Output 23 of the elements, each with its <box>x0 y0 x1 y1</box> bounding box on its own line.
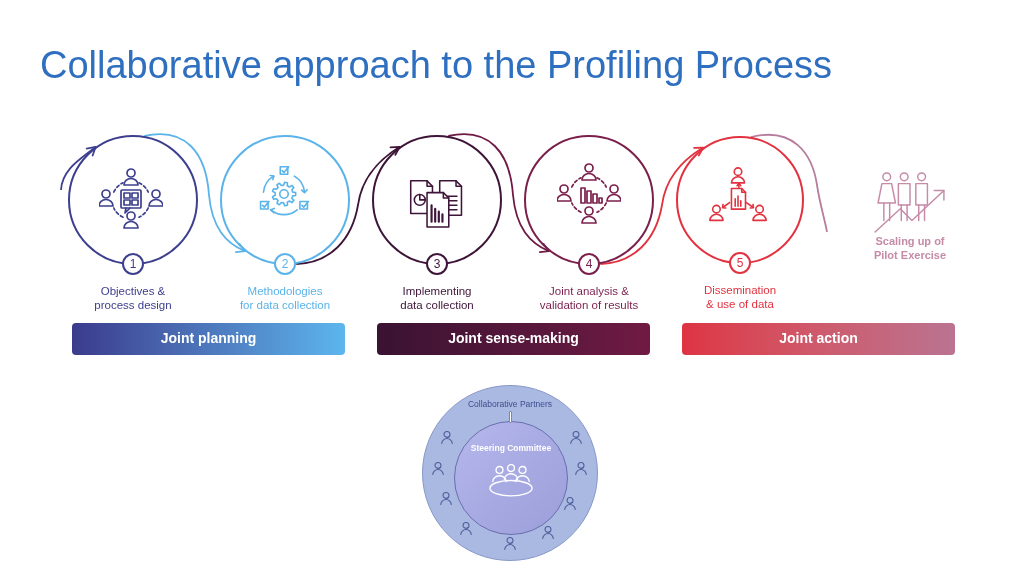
outcome-label: Scaling up of Pilot Exercise <box>872 235 948 263</box>
curved-arrow <box>447 133 550 253</box>
step-number: 4 <box>578 253 600 275</box>
step-label: Dissemination & use of data <box>702 284 778 312</box>
step-number: 2 <box>274 253 296 275</box>
phase-bar: Joint planning <box>72 323 345 355</box>
step-number: 5 <box>729 252 751 274</box>
step-label: Methodologies for data collection <box>239 285 331 313</box>
curved-arrow <box>295 145 401 265</box>
curved-arrow <box>60 145 97 191</box>
phase-bar: Joint sense-making <box>377 323 650 355</box>
step-label: Implementing data collection <box>399 285 475 313</box>
committee-label: Steering Committee <box>469 444 553 453</box>
phase-bar: Joint action <box>682 323 955 355</box>
ring-label: Collaborative Partners <box>466 400 554 409</box>
title: Collaborative approach to the Profiling Process <box>40 46 833 84</box>
curved-arrow <box>599 146 705 265</box>
step-label: Joint analysis & validation of results <box>538 285 640 313</box>
step-label: Objectives & process design <box>93 285 173 313</box>
step-number: 1 <box>122 253 144 275</box>
step-number: 3 <box>426 253 448 275</box>
curved-line <box>750 133 828 233</box>
curved-arrow <box>143 133 246 253</box>
